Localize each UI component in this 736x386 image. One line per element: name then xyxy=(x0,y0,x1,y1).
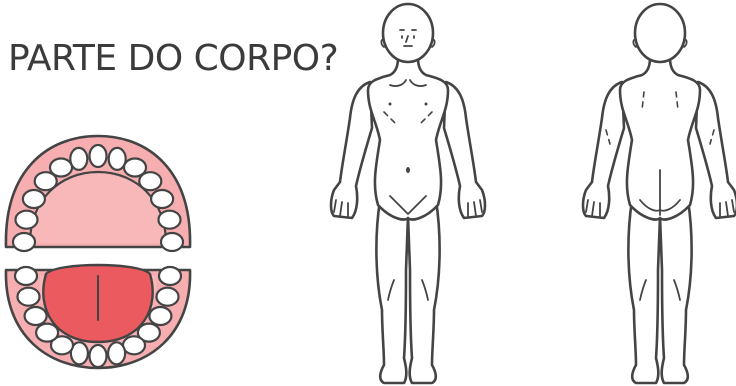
upper-jaw xyxy=(6,136,190,251)
tooth xyxy=(50,159,72,177)
tooth xyxy=(25,307,47,325)
tooth xyxy=(159,267,181,285)
tooth xyxy=(70,148,87,170)
tooth xyxy=(23,190,45,208)
page-title: PARTE DO CORPO? xyxy=(8,38,338,79)
tooth xyxy=(90,145,107,167)
tooth xyxy=(159,211,181,229)
tooth xyxy=(139,172,161,190)
tooth xyxy=(123,336,145,354)
tooth xyxy=(16,211,38,229)
lower-jaw xyxy=(6,265,190,368)
tooth xyxy=(151,190,173,208)
body-back-illustration xyxy=(570,0,736,386)
tooth xyxy=(15,267,37,285)
tooth xyxy=(13,233,35,251)
tooth xyxy=(161,233,183,251)
mouth-illustration xyxy=(0,130,200,370)
tooth xyxy=(108,342,125,364)
body-front-illustration xyxy=(318,0,498,386)
tooth xyxy=(90,345,107,367)
tooth xyxy=(157,288,179,306)
tooth xyxy=(149,307,171,325)
tooth xyxy=(18,288,40,306)
